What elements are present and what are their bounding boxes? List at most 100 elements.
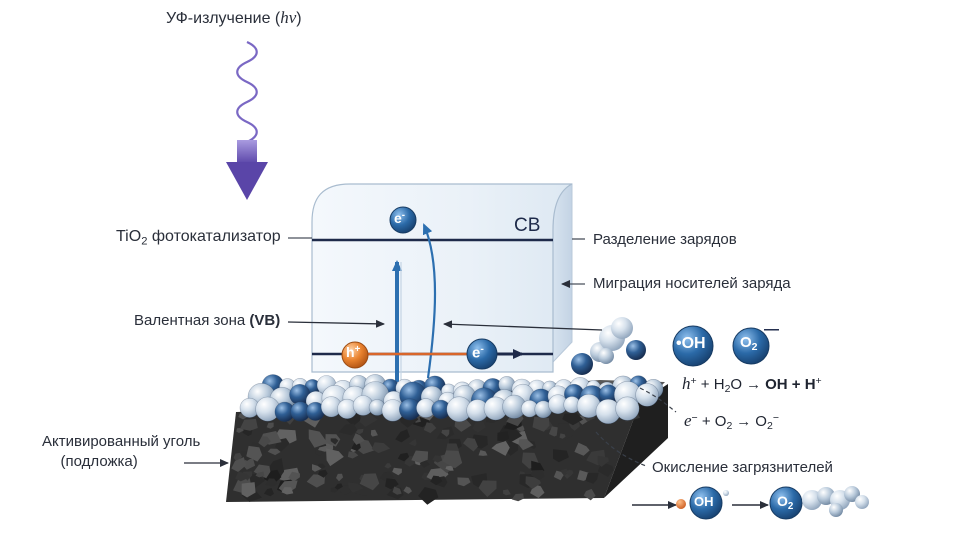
eq1-h2o-end: O	[730, 376, 743, 393]
carbon-grain	[355, 428, 364, 435]
eq2-product-sup: −	[772, 411, 779, 424]
carbon-grain	[395, 429, 410, 443]
carbon-grain	[518, 439, 534, 451]
uv-symbol: hν	[280, 8, 297, 27]
carbon-grain	[418, 487, 439, 505]
cb-text: CB	[514, 215, 541, 236]
carrier-migration-text: Миграция носителей заряда	[593, 275, 791, 292]
tio2-formula: TiO	[116, 228, 142, 245]
carbon-grain	[347, 451, 359, 459]
carbon-grain	[463, 437, 478, 452]
charge-separation-text: Разделение зарядов	[593, 231, 737, 248]
migrating-particles	[571, 317, 646, 375]
carbon-grain	[233, 452, 243, 463]
electron-cb-symbol: e	[394, 210, 402, 226]
carbon-grain	[267, 448, 281, 456]
o2-radical-sub: 2	[751, 341, 758, 354]
carbon-grain	[338, 423, 358, 436]
bottom-orange-dot	[676, 499, 686, 509]
equation-connector-2	[595, 431, 647, 467]
carbon-grain	[315, 450, 324, 456]
electron-cb-label: e-	[394, 210, 405, 226]
carbon-grain	[235, 471, 250, 482]
electron-vb-label: e-	[472, 343, 484, 361]
carbon-grain	[411, 450, 429, 463]
carbon-grain	[306, 474, 325, 488]
o2-bottom-sub: 2	[787, 500, 794, 512]
carbon-grain	[445, 465, 454, 471]
pollutant-cluster	[802, 486, 869, 517]
uv-wave	[236, 41, 258, 143]
carbon-grain	[442, 450, 463, 469]
carbon-grain	[503, 489, 511, 496]
carbon-grain	[253, 464, 271, 479]
oh-radical-label: •OH	[676, 335, 706, 353]
carbon-grain	[312, 464, 322, 472]
eq2-e: e	[684, 411, 692, 430]
activated-carbon-label: Активированный уголь (подложка)	[42, 432, 200, 472]
carbon-grain	[231, 457, 247, 472]
carbon-grain	[392, 486, 402, 495]
tio2-label: TiO2 фотокатализатор	[116, 228, 281, 247]
o2-radical-charge: —	[764, 321, 779, 338]
carbon-grain	[255, 471, 265, 478]
tio2-subscript: 2	[141, 235, 148, 248]
eq1-plus2: + H	[787, 376, 816, 393]
oh-bottom	[689, 486, 723, 520]
o2-radical-sup: —	[764, 321, 779, 338]
carbon-grain	[532, 416, 550, 432]
uv-label-prefix: УФ-излучение (	[166, 10, 281, 27]
carbon-grain	[352, 433, 365, 445]
hole-sup: +	[354, 344, 361, 356]
uv-label-suffix: )	[296, 10, 302, 27]
activated-carbon-line1: Активированный уголь	[42, 433, 201, 450]
eq2-arrow: →	[736, 413, 752, 430]
carbon-grain	[457, 477, 471, 487]
uv-radiation-arrow	[226, 41, 268, 200]
carbon-grain	[585, 472, 599, 484]
hole-vb	[341, 341, 369, 369]
carbon-grain	[240, 418, 258, 431]
eq1-product2-sup: +	[815, 374, 822, 387]
cb-label: CB	[514, 215, 540, 237]
carbon-grain	[326, 448, 344, 467]
tio2-text: фотокатализатор	[147, 228, 281, 245]
electron-vb-symbol: e	[472, 344, 481, 362]
activated-carbon-line2: (подложка)	[60, 453, 138, 470]
electron-cb-sup: -	[401, 210, 406, 222]
eq1-h2o-sub: 2	[724, 383, 731, 396]
carbon-grain	[246, 445, 263, 462]
hole-symbol: h	[346, 344, 355, 360]
pollutant-oxidation-label: Окисление загрязнителей	[652, 459, 833, 476]
carbon-grain	[370, 429, 378, 437]
carbon-grain	[441, 429, 450, 437]
carbon-grain	[432, 455, 443, 463]
carbon-side	[604, 384, 668, 498]
carbon-grain	[243, 459, 256, 470]
eq1-h-sup: +	[690, 374, 697, 387]
carbon-grain	[491, 441, 510, 456]
carbon-grain	[478, 450, 488, 456]
carbon-grain	[531, 470, 545, 481]
valence-band-text: Валентная зона	[134, 312, 250, 329]
eq1-product1: OH	[765, 376, 788, 393]
carbon-grain	[263, 488, 274, 497]
carbon-grain	[371, 442, 391, 454]
carbon-grain	[385, 478, 399, 490]
carbon-grain	[478, 480, 497, 497]
tio2-particle-layer	[239, 374, 664, 425]
carbon-grain	[318, 469, 328, 478]
carbon-grain	[266, 422, 274, 429]
carrier-migration-label: Миграция носителей заряда	[593, 275, 791, 292]
carbon-grain	[351, 443, 361, 451]
carbon-grain	[583, 488, 596, 501]
tio2-particle	[615, 396, 640, 421]
electron-path-arc	[422, 223, 437, 379]
electron-vb-sup: -	[480, 343, 484, 355]
tio2-block-side	[552, 183, 573, 364]
eq1-h: h	[682, 374, 691, 393]
carbon-grain	[511, 493, 524, 502]
equation-hole-water: h+ + H2O→OH + H+	[682, 374, 822, 395]
carbon-grain	[340, 485, 351, 495]
